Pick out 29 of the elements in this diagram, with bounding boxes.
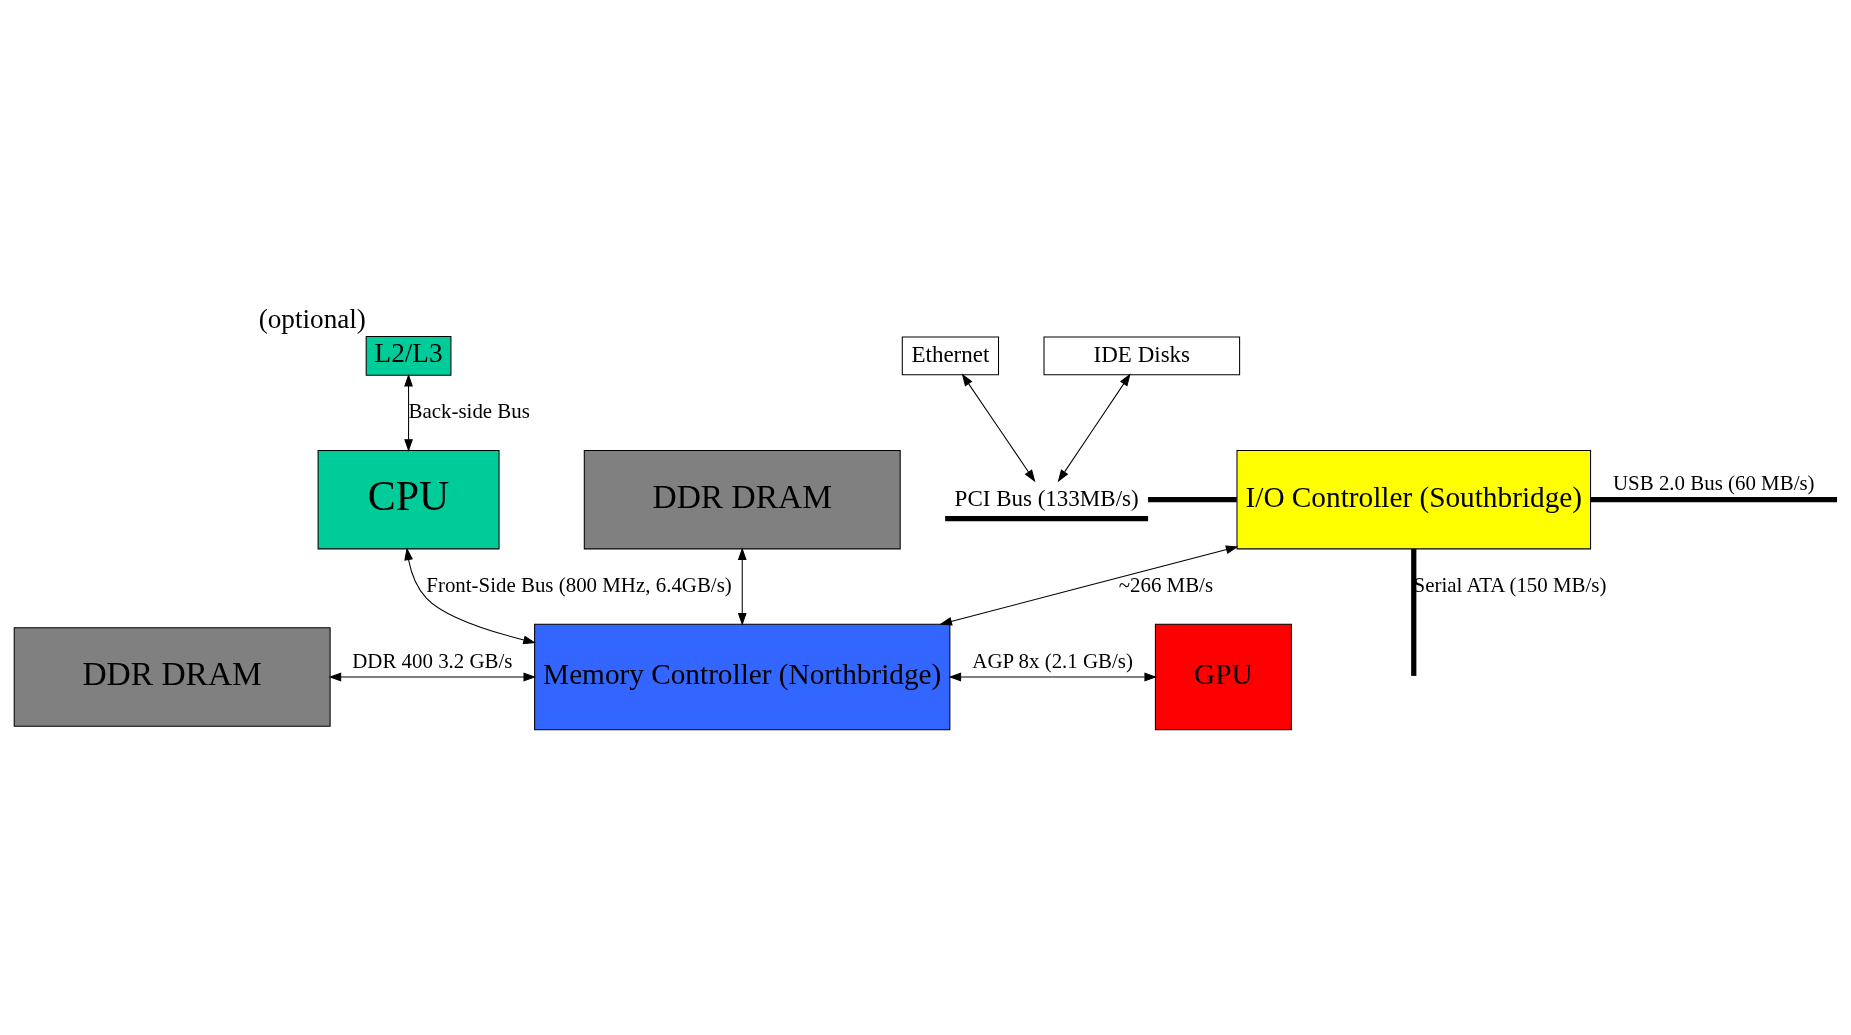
arrow	[1057, 373, 1131, 482]
arrow	[403, 547, 536, 644]
connector	[1147, 496, 1237, 502]
node-label: (optional)	[258, 303, 366, 334]
node-box: L2/L3	[365, 335, 451, 376]
edge-label: DDR 400 3.2 GB/s	[351, 648, 513, 673]
edge-label: Serial ATA (150 MB/s)	[1413, 572, 1606, 597]
node-box: CPU	[317, 449, 500, 549]
node-box: I/O Controller (Southbridge)	[1235, 449, 1591, 549]
edge-label: ~266 MB/s	[1118, 572, 1213, 597]
node-text: PCI Bus (133MB/s)	[954, 484, 1139, 511]
arrow	[948, 672, 1157, 681]
arrow	[328, 672, 536, 681]
edge-label: USB 2.0 Bus (60 MB/s)	[1612, 470, 1815, 495]
edge-label: Back-side Bus	[408, 398, 530, 423]
node-box: IDE Disks	[1043, 336, 1240, 375]
edge-label: Front-Side Bus (800 MHz, 6.4GB/s)	[425, 572, 732, 597]
arrow	[961, 373, 1035, 482]
connector	[1590, 496, 1837, 502]
node-box: DDR DRAM	[583, 449, 901, 549]
arrow	[938, 544, 1238, 626]
connector	[1410, 548, 1416, 676]
edge-label: AGP 8x (2.1 GB/s)	[971, 648, 1133, 673]
node-box: Memory Controller (Northbridge)	[533, 623, 950, 730]
node-box: DDR DRAM	[13, 626, 331, 727]
node-box: Ethernet	[901, 336, 999, 375]
arrow	[403, 373, 413, 452]
arrow	[737, 547, 747, 626]
node-box: GPU	[1154, 623, 1292, 730]
